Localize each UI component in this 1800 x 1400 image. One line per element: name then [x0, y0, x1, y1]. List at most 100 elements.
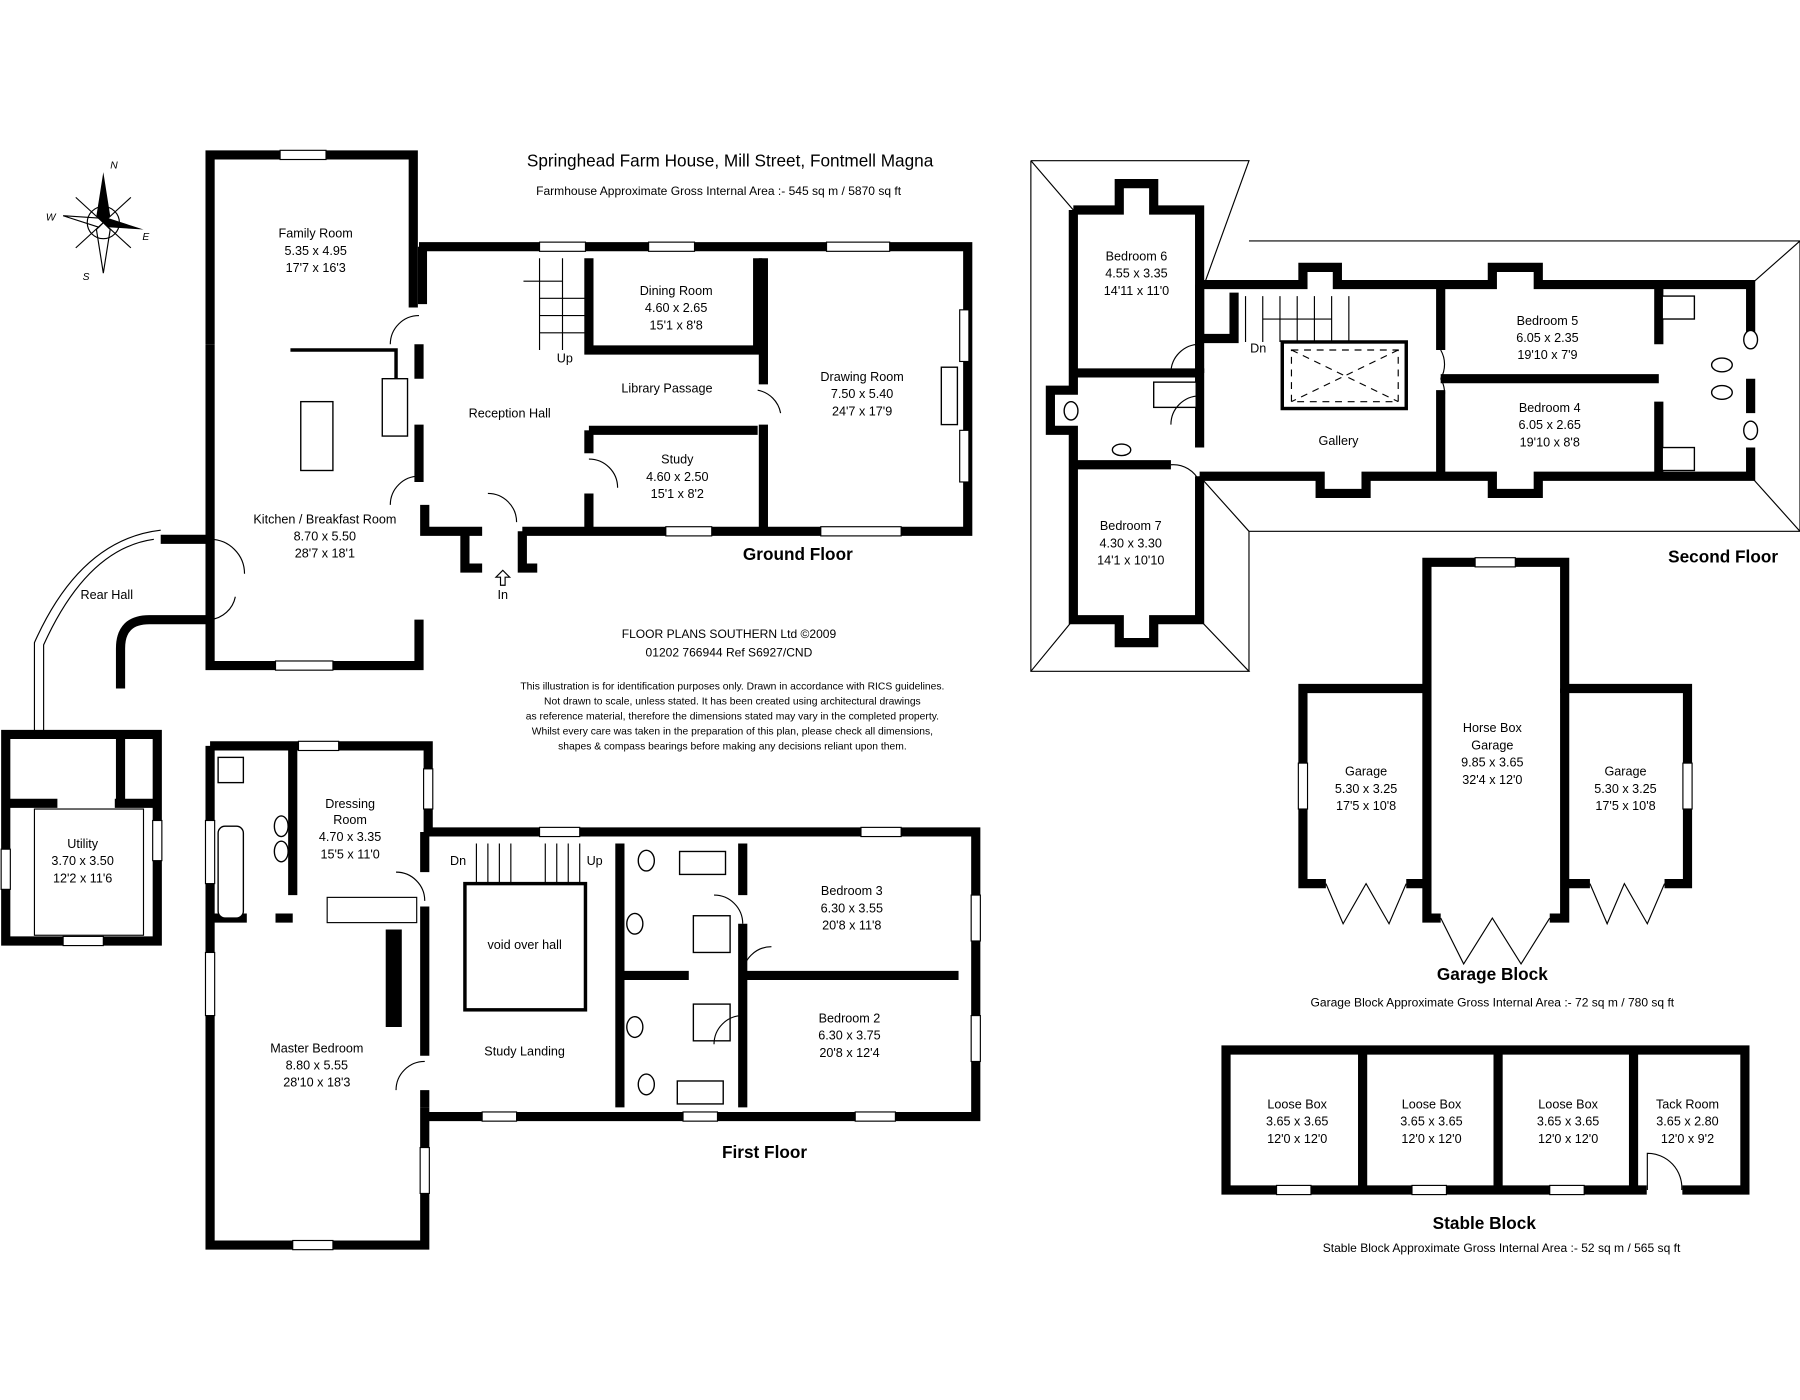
company: FLOOR PLANS SOUTHERN Ltd ©2009: [622, 627, 837, 641]
second-floor-label: Second Floor: [1668, 546, 1778, 566]
garage-block-label: Garage Block: [1437, 964, 1548, 984]
room-metric: 3.65 x 2.80: [1656, 1115, 1718, 1129]
stable-block-labels: Loose Box 3.65 x 3.65 12'0 x 12'0 Loose Bo…: [1266, 1098, 1719, 1255]
room-imperial: 17'7 x 16'3: [286, 261, 346, 275]
room-name: Bedroom 2: [819, 1011, 881, 1025]
room-imperial: 12'0 x 12'0: [1401, 1132, 1461, 1146]
room-metric: 8.70 x 5.50: [294, 529, 356, 543]
room-metric: 3.65 x 3.65: [1266, 1115, 1328, 1129]
plan-title: Springhead Farm House, Mill Street, Font…: [527, 150, 934, 170]
room-name: void over hall: [487, 938, 561, 952]
room-metric: 4.30 x 3.30: [1100, 536, 1162, 550]
ground-floor-label: Ground Floor: [743, 544, 853, 564]
entrance-arrow-icon: [494, 569, 512, 586]
disclaimer-line: as reference material, therefore the dim…: [526, 712, 939, 723]
room-metric: 6.05 x 2.65: [1519, 418, 1581, 432]
room-name: Bedroom 6: [1106, 249, 1168, 263]
phone-ref: 01202 766944 Ref S6927/CND: [646, 645, 813, 659]
room-metric: 3.70 x 3.50: [51, 854, 113, 868]
room-imperial: 20'8 x 12'4: [819, 1046, 879, 1060]
garage-block-walls: [1297, 557, 1693, 966]
room-name: Kitchen / Breakfast Room: [253, 512, 396, 526]
farmhouse-area: Farmhouse Approximate Gross Internal Are…: [536, 184, 902, 198]
room-name: Reception Hall: [469, 407, 551, 421]
stable-block-walls: [1221, 1045, 1750, 1196]
stable-block-label: Stable Block: [1433, 1213, 1537, 1233]
room-name: Bedroom 5: [1517, 314, 1579, 328]
compass-e: E: [142, 232, 149, 243]
room-metric: 6.30 x 3.75: [818, 1029, 880, 1043]
compass-s: S: [83, 272, 90, 283]
stairs-down-label: Dn: [450, 854, 466, 868]
room-metric: 5.30 x 3.25: [1335, 782, 1397, 796]
compass-n: N: [110, 161, 118, 172]
garage-block-area: Garage Block Approximate Gross Internal …: [1311, 995, 1675, 1009]
room-imperial: 24'7 x 17'9: [832, 404, 892, 418]
room-metric: 4.70 x 3.35: [319, 830, 381, 844]
room-name: Rear Hall: [80, 588, 133, 602]
room-name: Dressing: [325, 797, 375, 811]
room-name: Horse Box: [1463, 721, 1523, 735]
room-name: Bedroom 3: [821, 884, 883, 898]
room-name: Master Bedroom: [270, 1041, 363, 1055]
room-name: Gallery: [1319, 434, 1360, 448]
ground-floor-walls: [0, 149, 973, 947]
room-imperial: 28'7 x 18'1: [295, 547, 355, 561]
room-imperial: 14'1 x 10'10: [1097, 554, 1164, 568]
room-name: Dining Room: [640, 284, 713, 298]
room-name: Tack Room: [1656, 1098, 1719, 1112]
room-metric: 6.30 x 3.55: [821, 901, 883, 915]
room-imperial: 14'11 x 11'0: [1104, 284, 1169, 298]
stairs-up-label: Up: [587, 854, 603, 868]
room-metric: 6.05 x 2.35: [1516, 331, 1578, 345]
room-imperial: 17'5 x 10'8: [1595, 799, 1655, 813]
room-imperial: 17'5 x 10'8: [1336, 799, 1396, 813]
room-metric: 5.30 x 3.25: [1594, 782, 1656, 796]
room-imperial: 15'5 x 11'0: [320, 847, 379, 861]
room-name: Garage: [1345, 765, 1387, 779]
room-metric: 7.50 x 5.40: [831, 387, 893, 401]
room-name: Library Passage: [621, 381, 712, 395]
room-name: Loose Box: [1538, 1098, 1598, 1112]
disclaimer-line: shapes & compass bearings before making …: [558, 741, 907, 752]
room-name: Study Landing: [484, 1045, 565, 1059]
room-imperial: 15'1 x 8'8: [650, 318, 703, 332]
room-name: Loose Box: [1267, 1098, 1327, 1112]
room-metric: 4.60 x 2.65: [645, 301, 707, 315]
room-imperial: 32'4 x 12'0: [1462, 773, 1522, 787]
disclaimer-line: This illustration is for identification …: [520, 682, 944, 693]
room-name: Garage: [1604, 765, 1646, 779]
room-metric: 3.65 x 3.65: [1537, 1115, 1599, 1129]
room-name: Bedroom 7: [1100, 519, 1162, 533]
room-imperial: 12'0 x 12'0: [1538, 1132, 1598, 1146]
room-name-2: Garage: [1471, 738, 1513, 752]
room-imperial: 12'0 x 9'2: [1661, 1132, 1714, 1146]
room-name: Loose Box: [1402, 1098, 1462, 1112]
entrance-label: In: [498, 588, 509, 602]
room-name: Bedroom 4: [1519, 401, 1581, 415]
credits: FLOOR PLANS SOUTHERN Ltd ©2009 01202 766…: [520, 627, 944, 752]
room-metric: 4.60 x 2.50: [646, 470, 708, 484]
disclaimer-line: Whilst every care was taken in the prepa…: [532, 726, 933, 737]
compass-w: W: [46, 212, 57, 223]
